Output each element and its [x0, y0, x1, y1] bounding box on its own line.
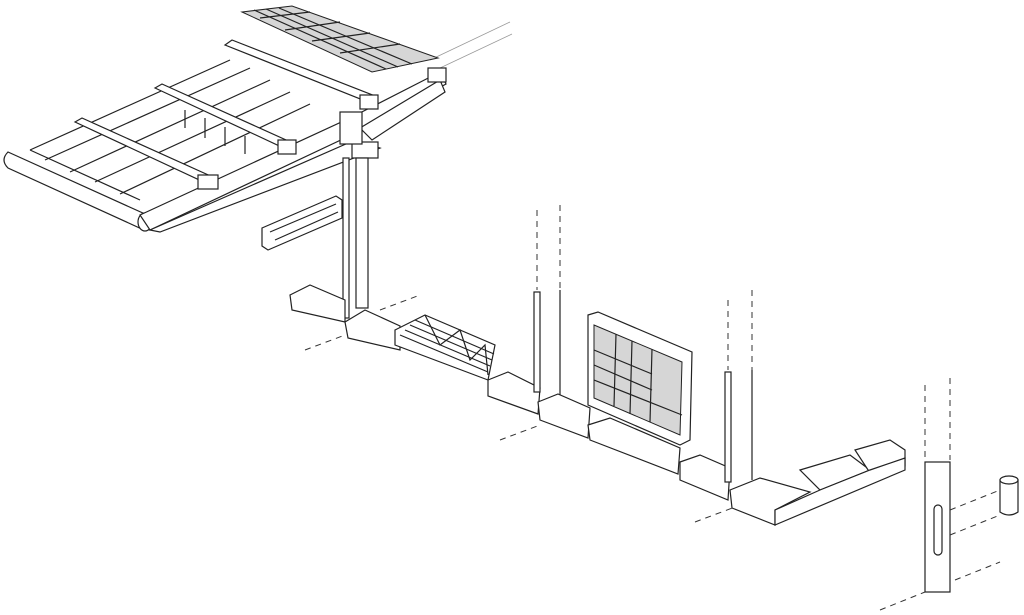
ground-lines — [304, 294, 1001, 611]
waste-bin — [999, 475, 1019, 516]
bench-seating — [394, 314, 496, 381]
solar-panel — [240, 5, 440, 73]
canopy-roof — [3, 39, 447, 233]
information-board — [587, 311, 693, 446]
pole-markers — [533, 205, 1001, 593]
route-sign — [261, 195, 343, 251]
concrete-curb-blocks — [289, 284, 906, 526]
guide-lines — [429, 21, 513, 69]
support-column — [342, 157, 369, 319]
